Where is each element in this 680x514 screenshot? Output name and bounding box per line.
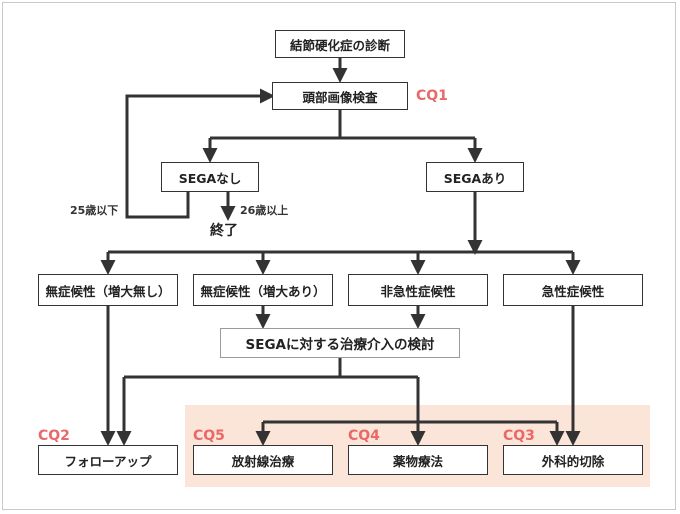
cq1-marker: CQ1 [416, 88, 448, 104]
node-drug-therapy: 薬物療法 [348, 445, 488, 475]
node-surgery: 外科的切除 [503, 445, 643, 475]
node-imaging: 頭部画像検査 [272, 82, 408, 110]
node-sega-none: SEGAなし [161, 162, 259, 192]
cq2-marker: CQ2 [38, 428, 70, 444]
node-sega-treatment: SEGAに対する治療介入の検討 [220, 328, 460, 358]
label-end: 終了 [210, 223, 238, 239]
cq3-marker: CQ3 [503, 428, 535, 444]
node-non-acute: 非急性症候性 [348, 274, 488, 306]
node-follow-up: フォローアップ [38, 445, 178, 475]
label-age-under-25: 25歳以下 [70, 204, 119, 217]
label-age-over-26: 26歳以上 [240, 204, 289, 217]
node-diagnosis: 結節硬化症の診断 [275, 30, 405, 58]
node-sega-present: SEGAあり [426, 162, 524, 192]
edge-under25-loop [125, 88, 275, 219]
cq4-marker: CQ4 [348, 428, 380, 444]
node-acute: 急性症候性 [503, 274, 643, 306]
node-radiotherapy: 放射線治療 [193, 445, 333, 475]
node-asym-growth: 無症候性（増大あり） [193, 274, 333, 306]
node-asym-no-growth: 無症候性（増大無し） [38, 274, 178, 306]
cq5-marker: CQ5 [193, 428, 225, 444]
